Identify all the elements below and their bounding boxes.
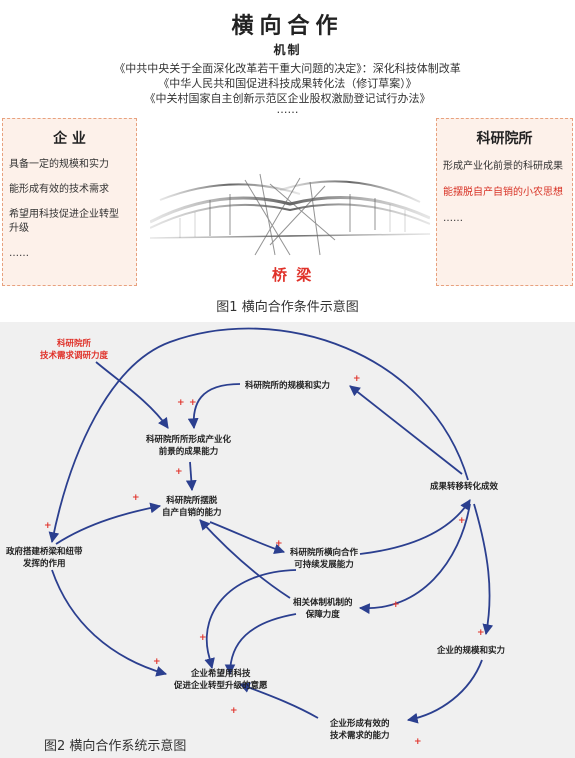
node-text: 发挥的作用 bbox=[23, 559, 66, 569]
institute-box: 科研院所 形成产业化前景的科研成果 能摆脱自产自销的小农思想 …… bbox=[436, 118, 573, 286]
node-text: 企业希望用科技 bbox=[191, 669, 251, 679]
causal-loop-arrows bbox=[48, 327, 494, 724]
node-institute-scale: 科研院所的规模和实力 bbox=[245, 381, 331, 391]
plus-sign: + bbox=[414, 737, 422, 747]
node-text: 前景的成果能力 bbox=[158, 447, 219, 457]
plus-sign: + bbox=[175, 467, 183, 477]
plus-sign: + bbox=[275, 539, 283, 549]
node-text: 科研院所横向合作 bbox=[290, 548, 359, 558]
plus-sign: + bbox=[458, 516, 466, 526]
figure2-panel bbox=[0, 322, 575, 758]
node-transfer-effect: 成果转移转化成效 bbox=[430, 482, 499, 492]
plus-sign: + bbox=[392, 600, 400, 610]
law-line-2: 《中华人民共和国促进科技成果转化法（修订草案）》 bbox=[158, 77, 417, 90]
node-text: 科研院所所形成产业化 bbox=[146, 435, 232, 445]
node-text: 科研院所 bbox=[57, 339, 92, 349]
figure1-caption: 图1 横向合作条件示意图 bbox=[216, 300, 359, 315]
law-line-1: 《中共中央关于全面深化改革若干重大问题的决定》：深化科技体制改革 bbox=[114, 62, 461, 75]
enterprise-title: 企 业 bbox=[53, 131, 86, 147]
node-text: 保障力度 bbox=[305, 610, 340, 620]
plus-sign: + bbox=[477, 628, 485, 638]
institute-item-highlight: 能摆脱自产自销的小农思想 bbox=[443, 187, 563, 198]
plus-sign: + bbox=[199, 633, 207, 643]
bridge-label: 桥 梁 bbox=[272, 266, 314, 284]
institute-item: 形成产业化前景的科研成果 bbox=[443, 161, 563, 172]
node-system-guarantee: 相关体制机制的 保障力度 bbox=[293, 597, 353, 621]
node-escape-self-sale: 科研院所摆脱 自产自销的能力 bbox=[162, 495, 222, 519]
node-cooperation-sustainability: 科研院所横向合作 可持续发展能力 bbox=[290, 547, 358, 571]
figure2-caption: 图2 横向合作系统示意图 bbox=[44, 739, 187, 754]
node-text: 政府搭建桥梁和纽带 bbox=[6, 547, 83, 557]
institute-item: …… bbox=[443, 213, 463, 224]
node-enterprise-demand-capability: 企业形成有效的 技术需求的能力 bbox=[330, 718, 390, 742]
node-government-role: 政府搭建桥梁和纽带 发挥的作用 bbox=[6, 546, 83, 570]
node-text: 技术需求调研力度 bbox=[40, 351, 109, 361]
node-text: 可持续发展能力 bbox=[294, 560, 354, 570]
law-ellipsis: …… bbox=[276, 103, 299, 116]
node-text: 科研院所摆脱 bbox=[166, 496, 218, 506]
node-institute-demand-research: 科研院所 技术需求调研力度 bbox=[40, 338, 108, 362]
node-enterprise-upgrade-will: 企业希望用科技 促进企业转型升级的意愿 bbox=[174, 668, 268, 692]
law-line-3: 《中关村国家自主创新示范区企业股权激励登记试行办法》 bbox=[144, 92, 431, 105]
enterprise-item: …… bbox=[9, 248, 29, 259]
enterprise-item: 希望用科技促进企业转型 bbox=[9, 209, 119, 220]
institute-title: 科研院所 bbox=[476, 131, 533, 147]
plus-sign: + bbox=[230, 706, 238, 716]
bridge-illustration bbox=[150, 173, 430, 256]
node-text: 企业形成有效的 bbox=[330, 719, 390, 729]
plus-sign: + bbox=[189, 398, 197, 408]
enterprise-item: 能形成有效的技术需求 bbox=[9, 184, 109, 195]
plus-sign: + bbox=[44, 521, 52, 531]
plus-sign: + bbox=[153, 657, 161, 667]
node-text: 自产自销的能力 bbox=[162, 508, 222, 518]
plus-sign: + bbox=[177, 398, 185, 408]
node-text: 相关体制机制的 bbox=[293, 598, 353, 608]
enterprise-box: 企 业 具备一定的规模和实力 能形成有效的技术需求 希望用科技促进企业转型 升级… bbox=[2, 118, 137, 286]
node-text: 技术需求的能力 bbox=[330, 731, 390, 741]
node-text: 促进企业转型升级的意愿 bbox=[174, 681, 268, 691]
page-title: 横向合作 bbox=[231, 14, 344, 39]
node-enterprise-scale: 企业的规模和实力 bbox=[437, 646, 506, 656]
node-industrial-capability: 科研院所所形成产业化 前景的成果能力 bbox=[146, 434, 231, 458]
plus-sign: + bbox=[132, 493, 140, 503]
enterprise-item: 升级 bbox=[9, 223, 29, 234]
enterprise-item: 具备一定的规模和实力 bbox=[9, 159, 109, 170]
plus-sign: + bbox=[353, 374, 361, 384]
page-subtitle: 机制 bbox=[273, 43, 302, 57]
